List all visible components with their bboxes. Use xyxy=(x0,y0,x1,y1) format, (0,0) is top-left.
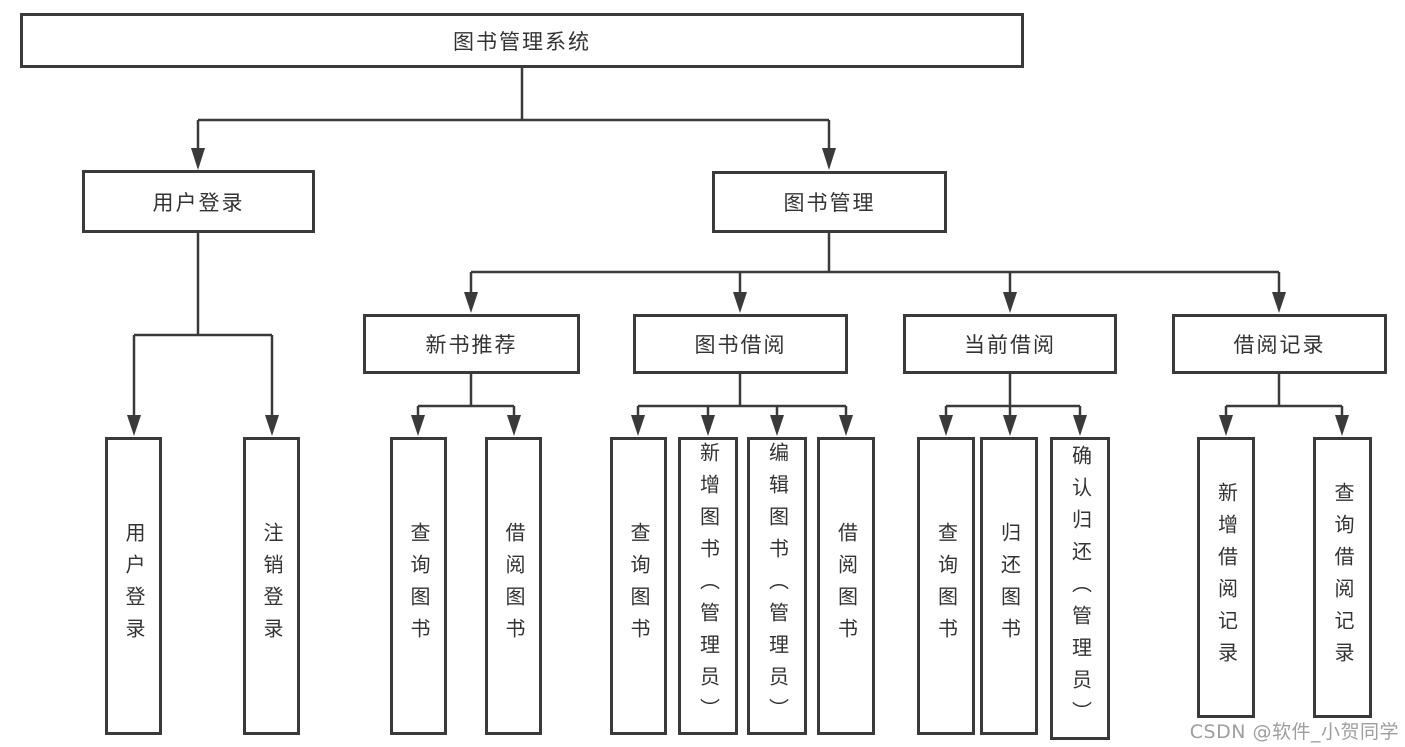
node-new-book-recommend-label: 新书推荐 xyxy=(425,333,518,357)
leaf-user-login: 用户登录 xyxy=(105,437,162,735)
node-current-borrow: 当前借阅 xyxy=(903,314,1117,374)
arrowhead xyxy=(464,292,478,313)
connector-current-borrow xyxy=(944,374,1082,417)
node-book-borrow: 图书借阅 xyxy=(633,314,848,374)
leaf-query-borrow-record: 查询借阅记录 xyxy=(1313,437,1372,718)
leaf-query-books-borrow-label: 查询图书 xyxy=(627,522,651,650)
node-new-book-recommend: 新书推荐 xyxy=(363,314,580,374)
arrowhead xyxy=(770,415,784,436)
arrowhead xyxy=(839,415,853,436)
leaf-add-borrow-record-label: 新增借阅记录 xyxy=(1214,481,1239,674)
node-library-system: 图书管理系统 xyxy=(20,13,1024,68)
leaf-borrow-books-recommend: 借阅图书 xyxy=(485,437,542,735)
leaf-add-borrow-record: 新增借阅记录 xyxy=(1197,437,1255,718)
node-borrow-records-label: 借阅记录 xyxy=(1233,333,1326,357)
arrowhead xyxy=(1003,292,1017,313)
arrowhead xyxy=(939,415,953,436)
leaf-user-login-label: 用户登录 xyxy=(122,522,146,650)
leaf-logout-label: 注销登录 xyxy=(260,522,284,650)
leaf-confirm-return-admin: 确认归还（管理员） xyxy=(1050,437,1110,740)
leaf-return-books-label: 归还图书 xyxy=(997,522,1022,650)
leaf-return-books: 归还图书 xyxy=(980,437,1038,735)
leaf-add-books-admin-label: 新增图书（管理员） xyxy=(696,442,721,730)
arrowhead xyxy=(1003,415,1017,436)
leaf-query-books-recommend-label: 查询图书 xyxy=(407,522,431,650)
node-book-borrow-label: 图书借阅 xyxy=(694,333,787,357)
arrowhead xyxy=(733,292,747,313)
csdn-watermark: CSDN @软件_小贺同学 xyxy=(1189,721,1399,743)
connector-new-book xyxy=(416,374,516,417)
leaf-add-books-admin: 新增图书（管理员） xyxy=(678,437,738,735)
node-library-system-label: 图书管理系统 xyxy=(453,29,591,54)
node-user-login-label: 用户登录 xyxy=(152,190,245,215)
leaf-borrow-books: 借阅图书 xyxy=(817,437,875,735)
connector-borrow-records xyxy=(1224,374,1344,417)
arrowhead xyxy=(631,415,645,436)
connector-book-management xyxy=(469,233,1281,294)
leaf-query-books-recommend: 查询图书 xyxy=(390,437,447,735)
leaf-query-books-current-label: 查询图书 xyxy=(934,522,959,650)
node-book-management: 图书管理 xyxy=(712,171,947,233)
leaf-query-borrow-record-label: 查询借阅记录 xyxy=(1331,481,1355,674)
leaf-edit-books-admin: 编辑图书（管理员） xyxy=(747,437,807,735)
arrowhead xyxy=(1219,415,1233,436)
arrowhead xyxy=(822,148,836,170)
node-current-borrow-label: 当前借阅 xyxy=(964,333,1056,357)
node-book-management-label: 图书管理 xyxy=(783,191,876,215)
leaf-confirm-return-admin-label: 确认归还（管理员） xyxy=(1068,444,1093,733)
arrowhead xyxy=(1073,415,1087,436)
arrowhead xyxy=(127,415,141,436)
arrowhead xyxy=(265,415,279,436)
leaf-query-books-borrow: 查询图书 xyxy=(610,437,667,735)
node-borrow-records: 借阅记录 xyxy=(1172,314,1387,374)
arrowhead xyxy=(1272,292,1286,313)
arrowhead xyxy=(507,415,521,436)
connector-book-borrow xyxy=(636,374,848,417)
leaf-edit-books-admin-label: 编辑图书（管理员） xyxy=(765,442,790,730)
node-user-login: 用户登录 xyxy=(82,170,315,233)
leaf-query-books-current: 查询图书 xyxy=(917,437,975,735)
arrowhead xyxy=(411,415,425,436)
connector-user-login xyxy=(132,233,274,417)
leaf-logout: 注销登录 xyxy=(243,437,300,735)
connector-root xyxy=(196,68,831,150)
arrowhead xyxy=(701,415,715,436)
arrowhead xyxy=(1335,415,1349,436)
leaf-borrow-books-recommend-label: 借阅图书 xyxy=(502,522,526,650)
leaf-borrow-books-label: 借阅图书 xyxy=(834,522,859,650)
arrowhead xyxy=(191,148,205,170)
